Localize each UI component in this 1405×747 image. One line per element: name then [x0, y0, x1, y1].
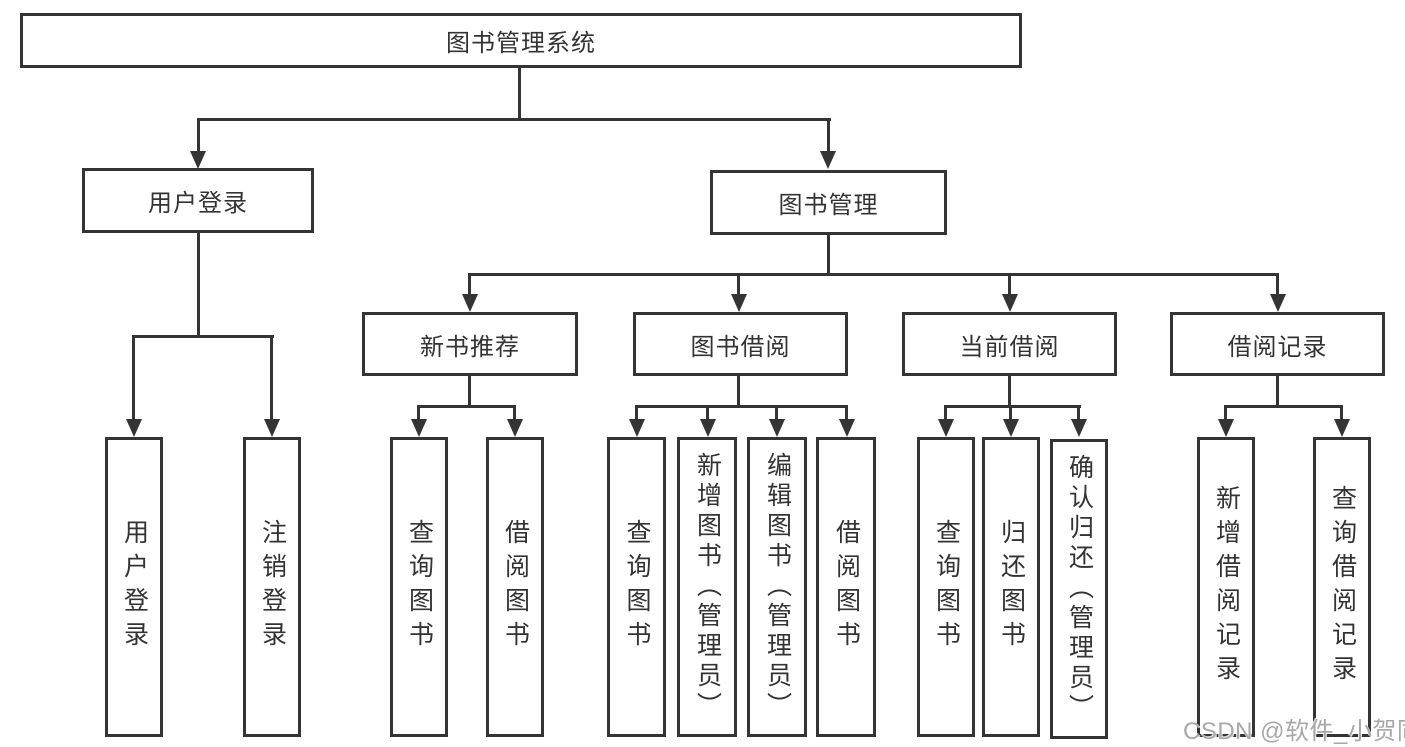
arrowhead-icon — [264, 419, 280, 437]
connector-l3-drop — [737, 273, 740, 296]
node-current-borrow-label: 当前借阅 — [959, 333, 1060, 361]
node-new-book-recommend: 新书推荐 — [362, 312, 578, 376]
connector-leaf-drop — [635, 405, 638, 421]
arrowhead-icon — [190, 151, 206, 169]
connector-book-mgmt-drop — [827, 118, 830, 153]
node-book-mgmt: 图书管理 — [710, 170, 947, 235]
leaf-logout-label: 注销登录 — [258, 519, 287, 655]
leaf-borrow-books-2: 借阅图书 — [816, 437, 876, 737]
leaf-edit-book-admin: 编辑图书（管理员） — [747, 437, 807, 737]
arrowhead-icon — [462, 294, 478, 312]
leaf-query-books-2: 查询图书 — [607, 437, 666, 737]
node-book-mgmt-label: 图书管理 — [778, 192, 879, 219]
connector-borrow-rail — [635, 405, 847, 408]
leaf-query-borrow-record: 查询借阅记录 — [1313, 437, 1371, 737]
arrowhead-icon — [1270, 294, 1286, 312]
leaf-query-books-1-label: 查询图书 — [405, 519, 434, 655]
connector-l3-drop — [1276, 273, 1279, 296]
connector-leaf-drop — [1009, 405, 1012, 421]
leaf-logout: 注销登录 — [243, 437, 301, 737]
arrowhead-icon — [507, 419, 523, 437]
leaf-borrow-books-1-label: 借阅图书 — [501, 519, 530, 655]
connector-recommend-rail — [417, 405, 516, 408]
leaf-user-login: 用户登录 — [105, 437, 163, 737]
arrowhead-icon — [1002, 294, 1018, 312]
leaf-edit-book-admin-label: 编辑图书（管理员） — [763, 452, 792, 722]
arrowhead-icon — [731, 294, 747, 312]
connector-leaf-drop — [270, 335, 273, 421]
arrowhead-icon — [839, 419, 855, 437]
node-borrow-records-label: 借阅记录 — [1227, 333, 1328, 361]
arrowhead-icon — [700, 419, 716, 437]
node-root: 图书管理系统 — [20, 13, 1022, 68]
arrowhead-icon — [938, 419, 954, 437]
connector-leaf-drop — [1077, 405, 1080, 421]
leaf-borrow-books-1: 借阅图书 — [486, 437, 544, 737]
node-current-borrow: 当前借阅 — [902, 312, 1117, 376]
leaf-query-books-3-label: 查询图书 — [932, 519, 961, 655]
connector-leaf-drop — [1340, 405, 1343, 421]
leaf-user-login-label: 用户登录 — [120, 519, 149, 655]
connector-records-stem — [1276, 376, 1279, 407]
connector-user-login-stem — [197, 233, 200, 337]
node-root-label: 图书管理系统 — [446, 30, 596, 57]
leaf-return-books: 归还图书 — [982, 437, 1040, 737]
arrowhead-icon — [769, 419, 785, 437]
node-borrow-records: 借阅记录 — [1170, 312, 1385, 376]
leaf-query-books-2-label: 查询图书 — [623, 519, 651, 655]
connector-root-stem — [518, 68, 521, 120]
connector-root-rail — [197, 118, 831, 121]
connector-book-mgmt-stem — [827, 235, 830, 275]
node-new-book-recommend-label: 新书推荐 — [420, 333, 520, 361]
connector-leaf-drop — [845, 405, 848, 421]
leaf-return-books-label: 归还图书 — [997, 519, 1026, 655]
connector-leaf-drop — [706, 405, 709, 421]
node-user-login: 用户登录 — [82, 168, 314, 233]
connector-book-mgmt-rail — [468, 273, 1279, 276]
csdn-watermark: CSDN @软件_小贺同学 — [1183, 718, 1405, 745]
connector-leaf-drop — [944, 405, 947, 421]
leaf-confirm-return-admin-label: 确认归还（管理员） — [1065, 454, 1094, 724]
connector-records-rail — [1224, 405, 1343, 408]
connector-leaf-drop — [1224, 405, 1227, 421]
leaf-borrow-books-2-label: 借阅图书 — [832, 519, 861, 655]
connector-leaf-drop — [132, 335, 135, 421]
leaf-query-books-3: 查询图书 — [917, 437, 975, 737]
arrowhead-icon — [1218, 419, 1234, 437]
arrowhead-icon — [411, 419, 427, 437]
arrowhead-icon — [1071, 419, 1087, 437]
connector-current-rail — [944, 405, 1081, 408]
connector-user-login-rail — [132, 335, 274, 338]
connector-l3-drop — [468, 273, 471, 296]
leaf-query-borrow-record-label: 查询借阅记录 — [1328, 485, 1357, 689]
node-book-borrow-label: 图书借阅 — [690, 333, 791, 361]
leaf-confirm-return-admin: 确认归还（管理员） — [1050, 439, 1108, 739]
connector-current-stem — [1008, 376, 1011, 407]
connector-l3-drop — [1008, 273, 1011, 296]
leaf-add-borrow-record-label: 新增借阅记录 — [1212, 485, 1241, 689]
leaf-add-borrow-record: 新增借阅记录 — [1197, 437, 1255, 737]
leaf-add-book-admin-label: 新增图书（管理员） — [693, 452, 722, 722]
arrowhead-icon — [1003, 419, 1019, 437]
connector-leaf-drop — [417, 405, 420, 421]
leaf-query-books-1: 查询图书 — [390, 437, 448, 737]
connector-recommend-stem — [468, 376, 471, 407]
connector-leaf-drop — [775, 405, 778, 421]
node-user-login-label: 用户登录 — [148, 190, 248, 217]
arrowhead-icon — [126, 419, 142, 437]
arrowhead-icon — [820, 151, 836, 169]
leaf-add-book-admin: 新增图书（管理员） — [677, 437, 737, 737]
connector-user-login-drop — [197, 118, 200, 153]
arrowhead-icon — [1334, 419, 1350, 437]
node-book-borrow: 图书借阅 — [633, 312, 848, 376]
arrowhead-icon — [629, 419, 645, 437]
connector-leaf-drop — [513, 405, 516, 421]
connector-borrow-stem — [737, 376, 740, 407]
